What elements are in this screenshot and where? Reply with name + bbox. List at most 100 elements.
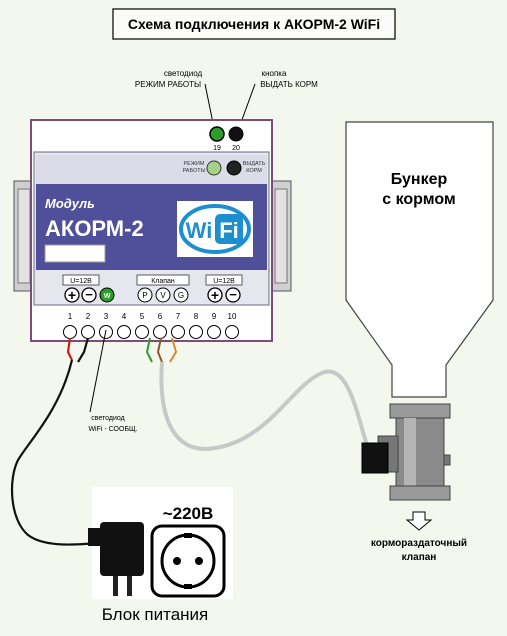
panel-mode-label-2: РАБОТЫ (182, 168, 205, 174)
wire-red (66, 337, 73, 361)
socket-ground-bottom (184, 584, 192, 589)
terminal-number-9: 9 (212, 312, 217, 321)
bunker-body (345, 121, 494, 398)
terminal-number-2: 2 (86, 312, 91, 321)
terminal-screw-5 (135, 325, 149, 339)
valve-flange-bottom (389, 485, 451, 501)
valve-label-2: клапан (402, 552, 437, 563)
power-adapter-cord-end (88, 528, 102, 546)
u12-left-box (62, 274, 100, 286)
terminal-screw-6 (153, 325, 167, 339)
wifi-logo-wi: Wi (186, 218, 213, 243)
terminal-screw-4 (117, 325, 131, 339)
valve-body-highlight (404, 418, 416, 486)
power-adapter-body (100, 522, 144, 576)
pin-20-label: 20 (232, 145, 240, 152)
keys-box (136, 274, 190, 286)
term-v-label: V (160, 291, 166, 300)
diagram-title: Схема подключения к АКОРМ-2 WiFi (128, 16, 380, 32)
terminal-screw-2 (81, 325, 95, 339)
terminal-screw-7 (171, 325, 185, 339)
term-plus-right (207, 287, 223, 303)
terminal-number-6: 6 (158, 312, 163, 321)
keys-label: Клапан (151, 278, 175, 285)
term-plus-left (64, 287, 80, 303)
panel-led-mode (206, 160, 222, 176)
term-wifi-led-label: W (104, 293, 111, 300)
bunker-label: Бункер (391, 171, 448, 188)
terminal-number-3: 3 (104, 312, 109, 321)
terminal-number-4: 4 (122, 312, 127, 321)
led-wifi-caption: светодиод (91, 415, 125, 422)
terminal-screw-8 (189, 325, 203, 339)
arrow-down-icon (405, 511, 433, 531)
valve-body (395, 417, 445, 487)
term-minus-right-label: − (229, 287, 237, 302)
panel-feed-label-2: КОРМ (246, 168, 262, 174)
term-plus-right-label: + (211, 287, 219, 303)
term-g (173, 287, 189, 303)
module-word: Модуль (45, 196, 95, 211)
button-feed-caption-2: ВЫДАТЬ КОРМ (260, 80, 318, 89)
led-mode-caption-2: РЕЖИМ РАБОТЫ (135, 80, 201, 89)
din-rail-left-inner (17, 188, 31, 284)
module-name: АКОРМ-2 (45, 216, 144, 241)
u12-left-label: U=12В (70, 278, 92, 285)
term-g-label: G (178, 291, 184, 300)
panel-feed-button[interactable] (226, 160, 242, 176)
wire-black-2 (77, 337, 90, 363)
euro-socket-icon (150, 524, 226, 598)
valve-cable (159, 361, 370, 451)
feed-button[interactable] (228, 126, 244, 142)
wire-green (145, 337, 153, 363)
button-feed-caption: кнопка (262, 69, 287, 78)
terminal-screw-10 (225, 325, 239, 339)
term-v (155, 287, 171, 303)
term-minus-left (81, 287, 97, 303)
bunker-label-2: с кормом (382, 191, 456, 208)
terminal-number-5: 5 (140, 312, 145, 321)
pin-19-label: 19 (213, 145, 221, 152)
socket-hole-left (173, 557, 181, 565)
led-mode-caption: светодиод (164, 69, 203, 78)
wifi-logo-fi: Fi (219, 218, 239, 243)
module-serial-field (44, 244, 106, 263)
terminal-screw-1 (63, 325, 77, 339)
led-wifi-caption-2: WiFi - СООБЩ. (88, 426, 137, 433)
terminal-number-8: 8 (194, 312, 199, 321)
u12-right-label: U=12В (213, 278, 235, 285)
valve-flange-top (389, 403, 451, 419)
wire-brown (156, 337, 163, 363)
terminal-screw-9 (207, 325, 221, 339)
term-wifi-led (99, 287, 115, 303)
socket-face (160, 533, 216, 589)
socket-hole-right (195, 557, 203, 565)
term-p-label: P (142, 291, 147, 300)
term-minus-left-label: − (85, 287, 93, 302)
terminal-number-7: 7 (176, 312, 181, 321)
u12-right-box (205, 274, 243, 286)
led-wifi-leader (89, 329, 107, 413)
din-rail-right-inner (274, 188, 288, 284)
led-mode-indicator (209, 126, 225, 142)
wifi-logo-fi-box (215, 214, 243, 244)
panel-mode-label: РЕЖИМ (184, 161, 205, 167)
valve-actuator (361, 442, 389, 474)
power-adapter-prong-left (113, 576, 118, 596)
term-p (137, 287, 153, 303)
terminal-row: 1 2 3 4 5 6 7 8 9 10 (63, 312, 239, 339)
valve-side-nub (443, 454, 451, 466)
power-adapter-icon (88, 522, 144, 596)
terminal-number-1: 1 (68, 312, 73, 321)
voltage-label: ~220В (163, 504, 214, 523)
wire-power-black (10, 359, 111, 546)
socket-ground-top (184, 533, 192, 538)
title-box (112, 8, 396, 40)
valve-label: кормораздаточный (371, 538, 467, 549)
wire-orange (169, 337, 178, 363)
terminal-number-10: 10 (228, 312, 237, 321)
power-adapter-prong-right (127, 576, 132, 596)
term-minus-right (225, 287, 241, 303)
panel-feed-label: ВЫДАТЬ (243, 161, 266, 167)
